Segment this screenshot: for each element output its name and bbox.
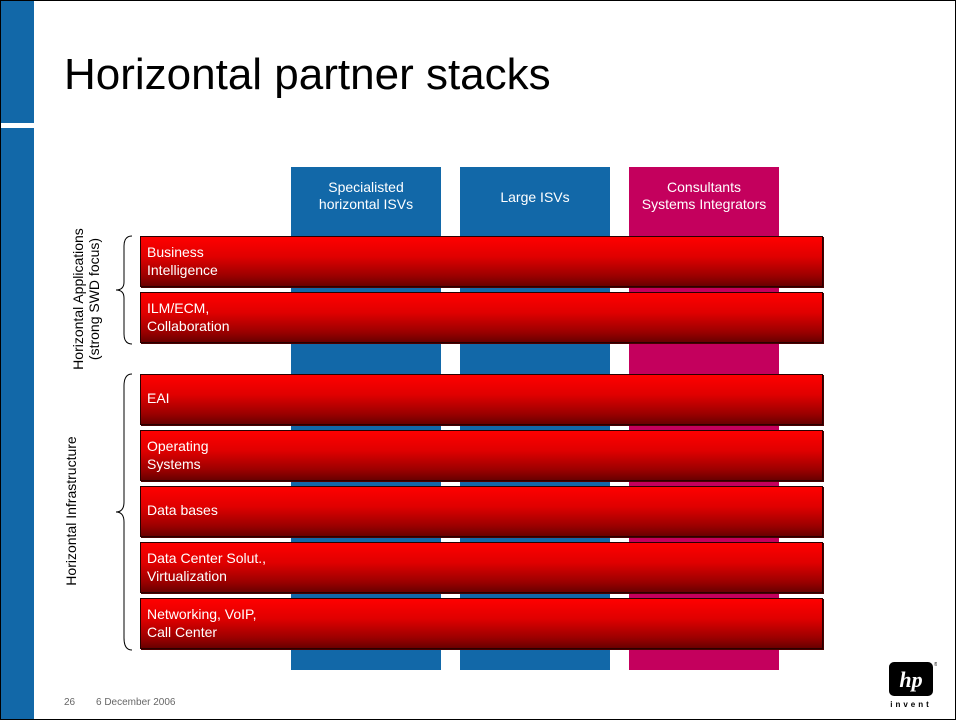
layer-label: Data Center Solut., Virtualization [147,550,267,584]
logo-tagline: invent [890,700,932,709]
svg-text:hp: hp [899,667,922,692]
group-label-infrastructure: Horizontal Infrastructure [63,436,79,586]
layer-label: Business Intelligence [147,244,218,278]
layer-bar-networking: Networking, VoIP, Call Center [140,598,823,649]
column-label: Consultants Systems Integrators [641,179,767,212]
footer-date: 6 December 2006 [96,697,176,708]
layer-label: Networking, VoIP, Call Center [147,606,257,640]
column-label: Specialisted horizontal ISVs [318,179,414,212]
layer-bar-business-intelligence: Business Intelligence [140,236,823,287]
layer-label: EAI [147,390,170,406]
layer-bar-ilm-ecm: ILM/ECM, Collaboration [140,292,823,343]
layer-bar-operating-systems: Operating Systems [140,430,823,481]
side-accent-bar [0,0,34,720]
brace-applications [115,235,133,345]
column-label: Large ISVs [500,189,570,205]
layer-label: Data bases [147,502,218,518]
layer-bar-data-center: Data Center Solut., Virtualization [140,542,823,593]
layer-label: ILM/ECM, Collaboration [147,300,230,334]
page-number: 26 [64,697,76,708]
hp-logo-icon: hp ® [889,661,937,696]
svg-text:®: ® [934,661,937,668]
side-accent-gap [0,123,34,128]
layer-bar-data-bases: Data bases [140,486,823,537]
layer-label: Operating Systems [147,438,209,472]
layer-bar-eai: EAI [140,374,823,425]
brace-infrastructure [115,373,133,651]
group-label-applications: Horizontal Applications (strong SWD focu… [70,228,102,370]
page-title: Horizontal partner stacks [64,50,551,99]
